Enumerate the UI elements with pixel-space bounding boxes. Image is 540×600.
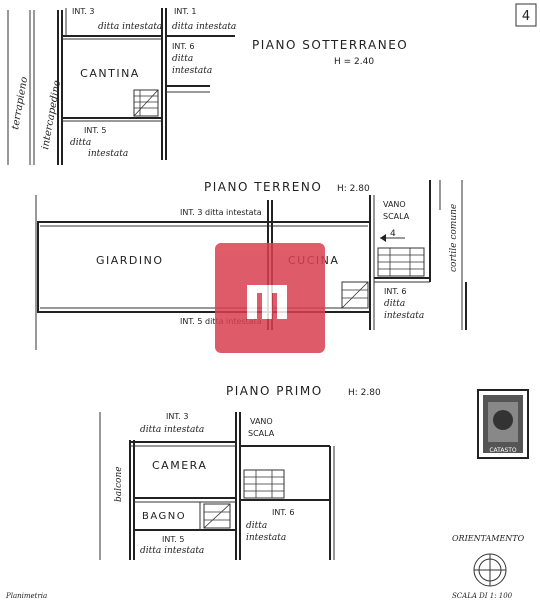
scale-label: SCALA DI 1: 100 (452, 592, 513, 600)
basement-int3-label: INT. 3 (72, 7, 94, 16)
first-int3-label: INT. 3 (166, 412, 188, 421)
first-stair-label-top: VANO (250, 417, 273, 426)
ground-int6-owner: intestata (384, 311, 424, 321)
basement-int5-owner: intestata (88, 149, 128, 159)
bath-label: BAGNO (142, 511, 186, 522)
basement-int6-owner: intestata (172, 66, 212, 76)
page-number: 4 (522, 9, 530, 24)
ground-height: H: 2.80 (337, 184, 370, 194)
stamp-text: CATASTO (489, 447, 517, 454)
ground-int6-ditta: ditta (384, 299, 405, 309)
ground-int3-label: INT. 3 ditta intestata (180, 208, 262, 217)
watermark-logo (215, 243, 325, 353)
basement-title: PIANO SOTTERRANEO (252, 38, 408, 52)
balcony-label: balcone (114, 466, 124, 502)
basement-height: H = 2.40 (334, 57, 374, 67)
first-int6-owner: intestata (246, 533, 286, 543)
intercapedine-label: intercapedine (40, 79, 63, 150)
first-int3-owner: ditta intestata (140, 425, 204, 435)
basement-int1-label: INT. 1 (174, 7, 196, 16)
first-stair-label-bottom: SCALA (248, 429, 275, 438)
terrapieno-label: terrapieno (10, 76, 30, 131)
first-height: H: 2.80 (348, 388, 381, 398)
first-int6-ditta: ditta (246, 521, 267, 531)
ground-int6-label: INT. 6 (384, 287, 406, 296)
first-title: PIANO PRIMO (226, 384, 323, 398)
page-number-box: 4 (515, 3, 537, 27)
courtyard-label: cortile comune (449, 204, 459, 272)
first-int5-label: INT. 5 (162, 535, 184, 544)
basement-int3-owner: ditta intestata (98, 22, 162, 32)
first-floor-plan: PIANO PRIMO H: 2.80 INT. 3 ditta intesta… (99, 384, 381, 560)
ground-title: PIANO TERRENO (204, 180, 322, 194)
ground-step-mark: 4 (390, 229, 396, 239)
basement-int1-owner: ditta intestata (172, 22, 236, 32)
orientation-label: ORIENTAMENTO (452, 534, 525, 543)
basement-plan: terrapieno intercapedine CANTINA INT. 3 … (7, 7, 408, 165)
cantina-label: CANTINA (80, 67, 140, 80)
ground-stair-label-top: VANO (383, 200, 406, 209)
revenue-stamp: CATASTO (477, 389, 529, 459)
basement-int5-label: INT. 5 (84, 126, 106, 135)
camera-label: CAMERA (152, 459, 207, 472)
ground-stair-label-bottom: SCALA (383, 212, 410, 221)
first-int6-label: INT. 6 (272, 508, 294, 517)
basement-int5-ditta: ditta (70, 138, 91, 148)
basement-int6-ditta: ditta (172, 54, 193, 64)
bottom-left-caption: Planimetria (5, 592, 47, 600)
garden-label: GIARDINO (96, 254, 164, 267)
first-int5-owner: ditta intestata (140, 546, 204, 556)
basement-int6-label: INT. 6 (172, 42, 194, 51)
orientation-block: ORIENTAMENTO SCALA DI 1: 100 (452, 534, 525, 600)
